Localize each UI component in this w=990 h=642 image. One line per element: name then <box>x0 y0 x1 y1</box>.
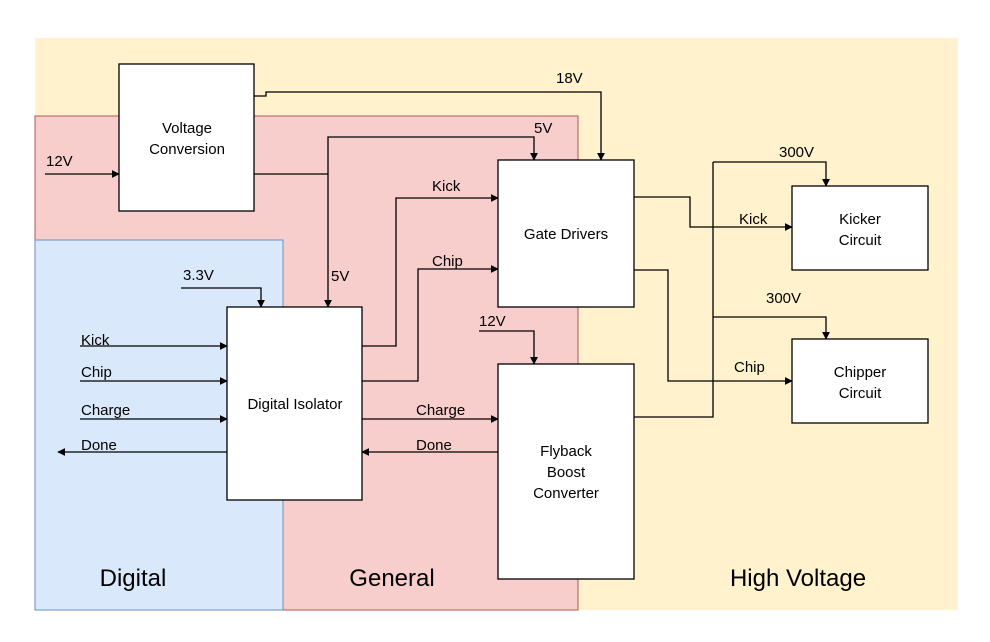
chipper-circuit-block: Chipper Circuit <box>791 338 929 424</box>
chipper-label-1: Chipper <box>834 364 887 381</box>
label-kick-out: Kick <box>739 211 768 228</box>
gate-drivers-block: Gate Drivers <box>497 159 635 308</box>
wire-300v-chipper <box>713 316 830 340</box>
label-chip-gate: Chip <box>432 253 463 270</box>
label-5v-top: 5V <box>534 120 552 137</box>
label-done-flyback: Done <box>416 437 452 454</box>
label-done-out: Done <box>81 437 117 454</box>
wire-18v <box>254 91 605 161</box>
wires <box>45 91 830 456</box>
label-3v3: 3.3V <box>183 267 214 284</box>
label-kick-in: Kick <box>81 332 110 349</box>
chipper-label-2: Circuit <box>839 385 882 402</box>
zone-label-digital: Digital <box>100 565 167 592</box>
voltage-conversion-label-1: Voltage <box>162 120 212 137</box>
wire-300v-kicker <box>713 161 830 187</box>
voltage-conversion-label-2: Conversion <box>149 141 225 158</box>
kicker-circuit-block: Kicker Circuit <box>791 185 929 271</box>
wire-300v-bus <box>634 162 714 418</box>
wire-chip-out <box>634 269 793 385</box>
flyback-label-1: Flyback <box>540 443 592 460</box>
flyback-converter-block: Flyback Boost Converter <box>497 363 635 580</box>
wire-chip-gate <box>362 265 499 382</box>
kicker-label-2: Circuit <box>839 232 882 249</box>
zone-label-high-voltage: High Voltage <box>730 565 866 592</box>
label-300v-kicker: 300V <box>779 144 814 161</box>
label-12v-flyback: 12V <box>479 313 506 330</box>
label-kick-gate: Kick <box>432 178 461 195</box>
flyback-label-3: Converter <box>533 485 599 502</box>
voltage-conversion-block: Voltage Conversion <box>118 63 255 212</box>
kicker-label-1: Kicker <box>839 211 881 228</box>
label-chip-in: Chip <box>81 364 112 381</box>
label-12v-input: 12V <box>46 153 73 170</box>
label-18v: 18V <box>556 70 583 87</box>
label-charge-in: Charge <box>81 402 130 419</box>
wire-kick-gate <box>362 194 499 347</box>
digital-isolator-label: Digital Isolator <box>247 396 342 413</box>
label-300v-chipper: 300V <box>766 290 801 307</box>
wire-3v3 <box>181 287 265 308</box>
zone-label-general: General <box>349 565 434 592</box>
label-chip-out: Chip <box>734 359 765 376</box>
wire-12v-flyback <box>479 330 538 365</box>
wire-5v-gate <box>327 136 538 174</box>
signal-labels: 12V 18V 5V 5V 3.3V Kick Chip 12V Kick Ch… <box>46 70 814 454</box>
wire-kick-out <box>634 196 793 231</box>
label-charge-flyback: Charge <box>416 402 465 419</box>
label-5v-isolator: 5V <box>331 268 349 285</box>
flyback-label-2: Boost <box>547 464 586 481</box>
digital-isolator-block: Digital Isolator <box>226 306 363 501</box>
gate-drivers-label: Gate Drivers <box>524 226 608 243</box>
